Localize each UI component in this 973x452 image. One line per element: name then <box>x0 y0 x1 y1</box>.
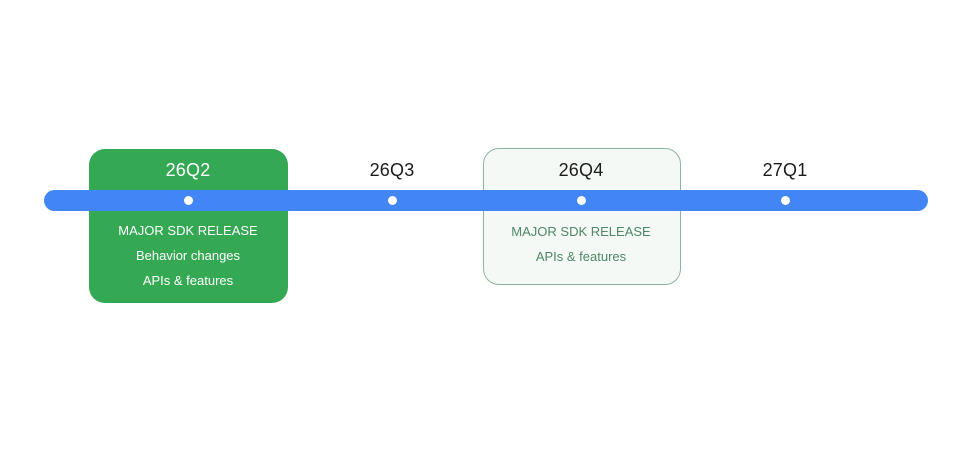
detail-line: MAJOR SDK RELEASE <box>511 224 651 239</box>
milestone-dot-26q4[interactable] <box>576 196 586 205</box>
detail-line: MAJOR SDK RELEASE <box>118 223 258 238</box>
quarter-label-26q3: 26Q3 <box>369 160 415 180</box>
milestone-dot-27q1[interactable] <box>780 196 790 205</box>
milestone-dot-26q3[interactable] <box>387 196 397 205</box>
detail-line: Behavior changes <box>135 248 241 263</box>
detail-line: APIs & features <box>535 249 627 264</box>
quarter-label-26q4: 26Q4 <box>558 160 604 180</box>
quarter-card-26q2 <box>89 149 288 303</box>
quarter-label-26q2: 26Q2 <box>165 160 211 180</box>
detail-line: APIs & features <box>142 273 234 288</box>
quarter-card-26q4 <box>483 148 681 285</box>
quarter-label-27q1: 27Q1 <box>762 160 808 180</box>
timeline-bar <box>44 190 928 211</box>
quarter-details-26q4: MAJOR SDK RELEASE APIs & features <box>511 219 650 269</box>
milestone-dot-26q2[interactable] <box>183 196 193 205</box>
